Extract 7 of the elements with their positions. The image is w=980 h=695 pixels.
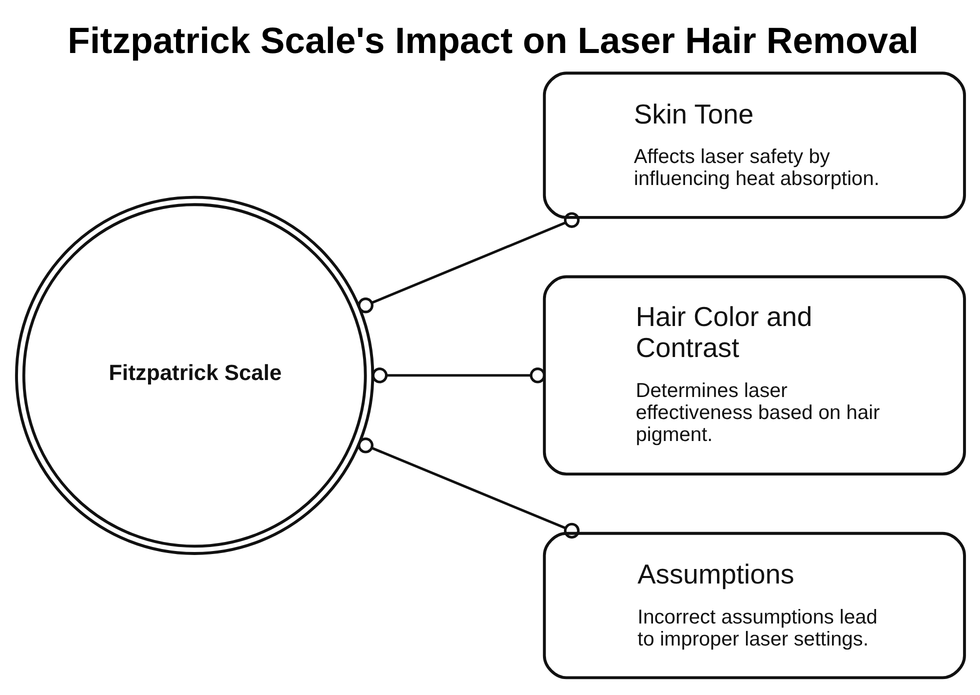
node-box: Hair Color and Contrast Determines laser effectiveness based on hair pigment. [542, 274, 966, 475]
connector [371, 367, 546, 383]
connector [357, 212, 580, 313]
connector [357, 437, 580, 538]
node-box: Assumptions Incorrect assumptions lead to improper laser settings. [542, 531, 966, 679]
diagram-title: Fitzpatrick Scale's Impact on Laser Hair Removal [67, 20, 918, 61]
node-box: Skin Tone Affects laser safety by influencing heat absorption. [542, 71, 966, 218]
